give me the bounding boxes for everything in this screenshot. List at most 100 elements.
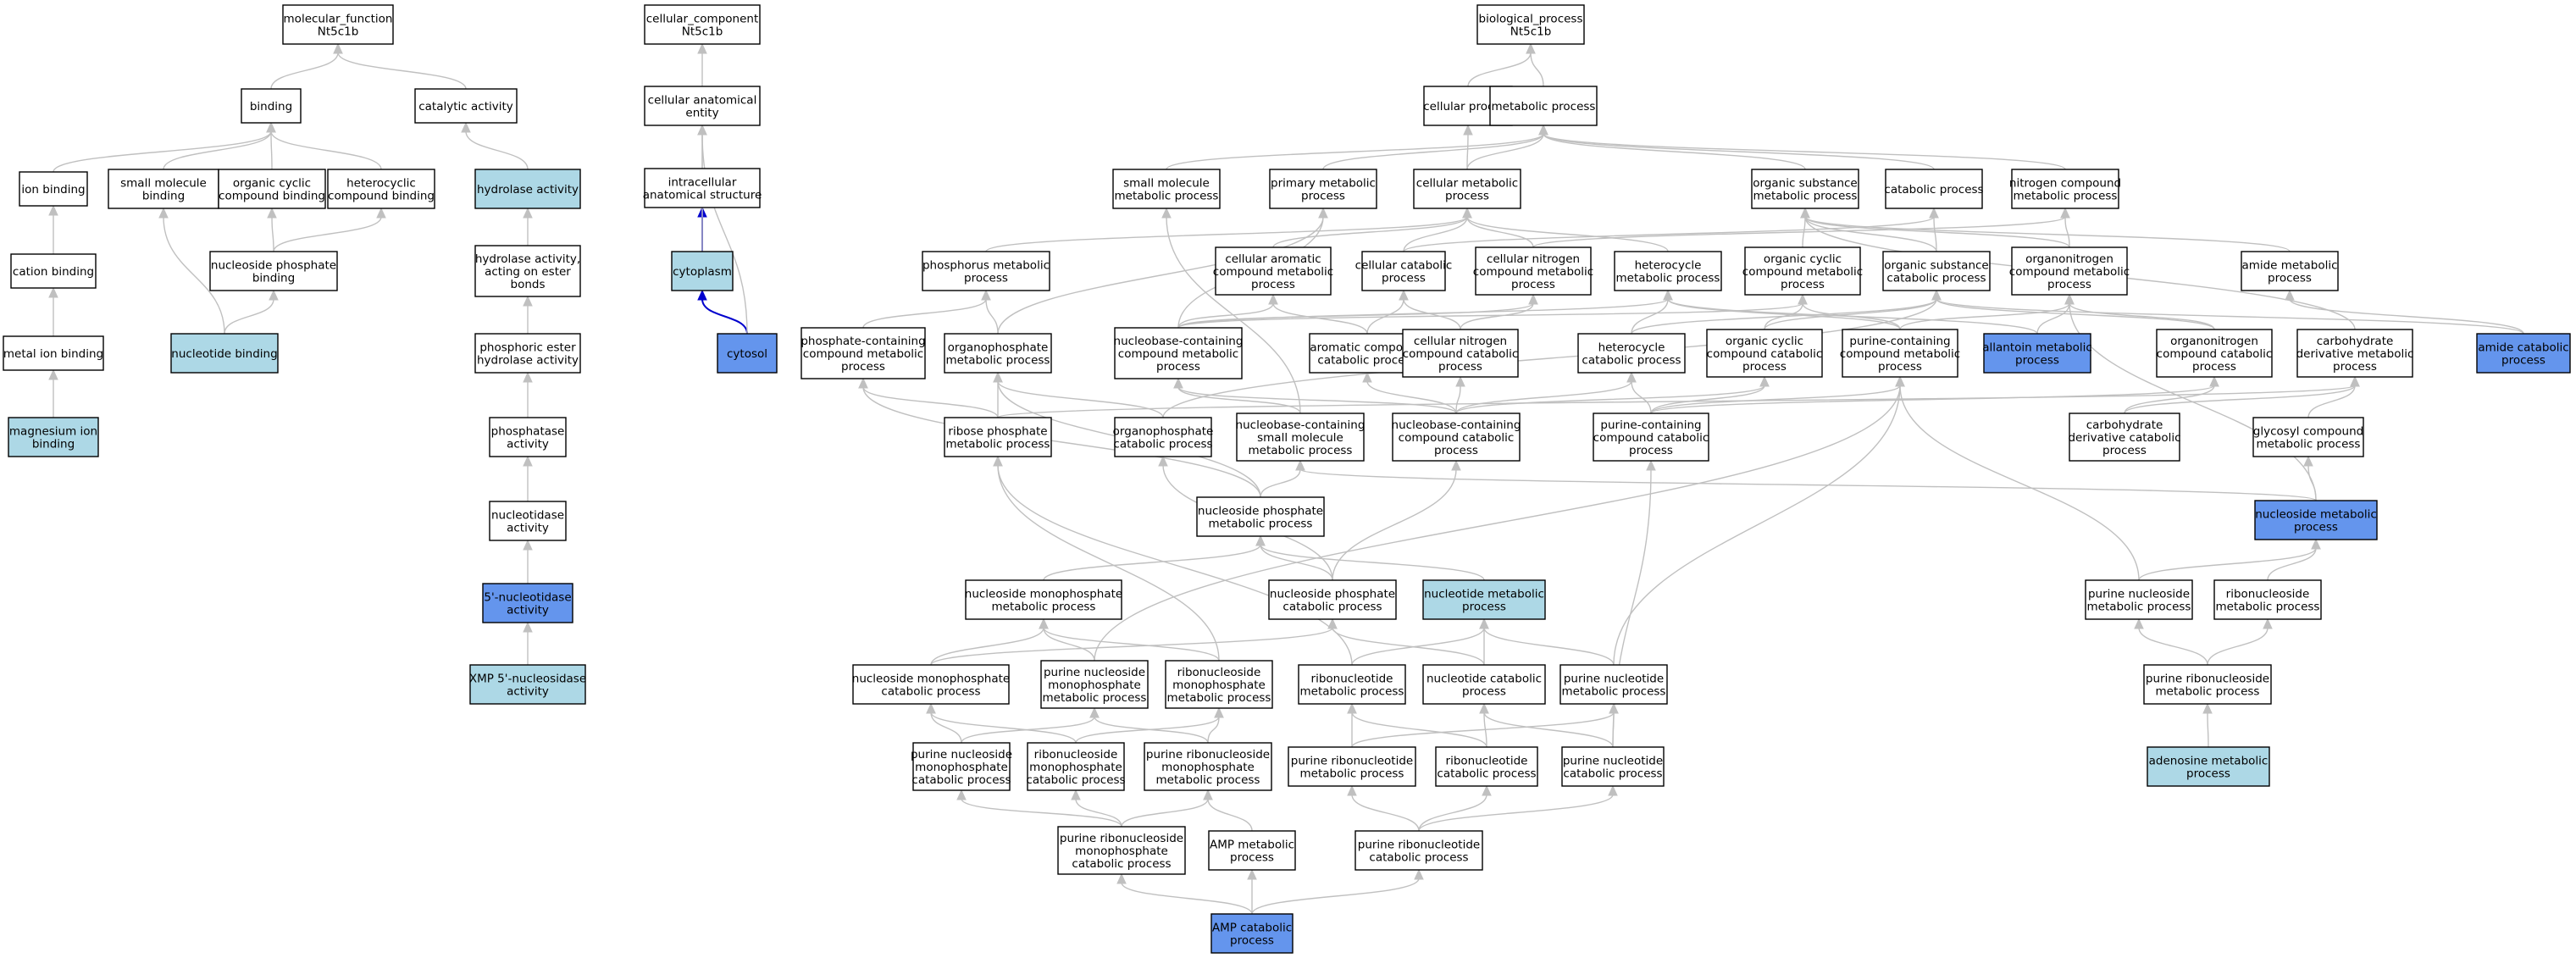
node-box[interactable] <box>8 417 99 457</box>
go-term-node-cationbind[interactable]: cation binding <box>10 253 97 289</box>
node-box[interactable] <box>10 253 97 289</box>
node-box[interactable] <box>482 583 573 623</box>
node-box[interactable] <box>2011 246 2128 296</box>
node-box[interactable] <box>1210 913 1294 954</box>
node-box[interactable] <box>1577 333 1686 374</box>
node-box[interactable] <box>922 251 1050 291</box>
node-box[interactable] <box>2241 251 2339 291</box>
node-box[interactable] <box>2085 579 2193 620</box>
go-term-node-purnucmonocat[interactable]: purine nucleosidemonophosphatecatabolic … <box>911 742 1012 791</box>
node-box[interactable] <box>1413 169 1521 209</box>
node-box[interactable] <box>282 4 394 45</box>
node-box[interactable] <box>2476 333 2571 374</box>
node-box[interactable] <box>1559 664 1668 705</box>
node-box[interactable] <box>671 251 734 291</box>
node-box[interactable] <box>489 417 567 457</box>
node-box[interactable] <box>2147 746 2270 787</box>
go-term-node-cytoplasm[interactable]: cytoplasm <box>671 251 734 291</box>
node-box[interactable] <box>1298 664 1406 705</box>
node-box[interactable] <box>1354 830 1483 871</box>
node-box[interactable] <box>1614 251 1722 291</box>
node-box[interactable] <box>1165 660 1273 709</box>
go-term-node-metproc[interactable]: metabolic process <box>1489 86 1598 126</box>
node-box[interactable] <box>1842 329 1958 378</box>
node-box[interactable] <box>912 742 1011 791</box>
node-box[interactable] <box>1040 660 1149 709</box>
node-box[interactable] <box>2252 417 2364 457</box>
node-box[interactable] <box>1215 246 1332 296</box>
node-box[interactable] <box>1561 746 1665 787</box>
node-box[interactable] <box>1114 327 1243 379</box>
node-box[interactable] <box>474 245 581 297</box>
go-term-node-hydrolase[interactable]: hydrolase activity <box>474 169 581 209</box>
node-box[interactable] <box>209 251 338 291</box>
node-box[interactable] <box>3 335 104 371</box>
node-box[interactable] <box>1885 169 1983 209</box>
node-box[interactable] <box>19 171 88 207</box>
node-box[interactable] <box>474 169 581 209</box>
node-box[interactable] <box>1882 251 1991 291</box>
node-box[interactable] <box>474 333 581 374</box>
node-box[interactable] <box>644 86 761 126</box>
node-box[interactable] <box>469 664 586 705</box>
go-term-node-catproc[interactable]: catabolic process <box>1884 169 1984 209</box>
node-box[interactable] <box>1057 826 1186 875</box>
node-box[interactable] <box>644 4 761 45</box>
node-box[interactable] <box>2143 664 2272 705</box>
node-box[interactable] <box>1112 169 1221 209</box>
node-box[interactable] <box>1269 169 1377 209</box>
node-box[interactable] <box>489 501 567 541</box>
node-box[interactable] <box>944 417 1052 457</box>
node-box[interactable] <box>1027 742 1125 791</box>
node-box[interactable] <box>2156 329 2273 378</box>
node-box[interactable] <box>644 168 761 208</box>
go-term-node-cytosol[interactable]: cytosol <box>717 333 778 374</box>
node-box[interactable] <box>414 88 518 124</box>
node-box[interactable] <box>1593 413 1709 462</box>
